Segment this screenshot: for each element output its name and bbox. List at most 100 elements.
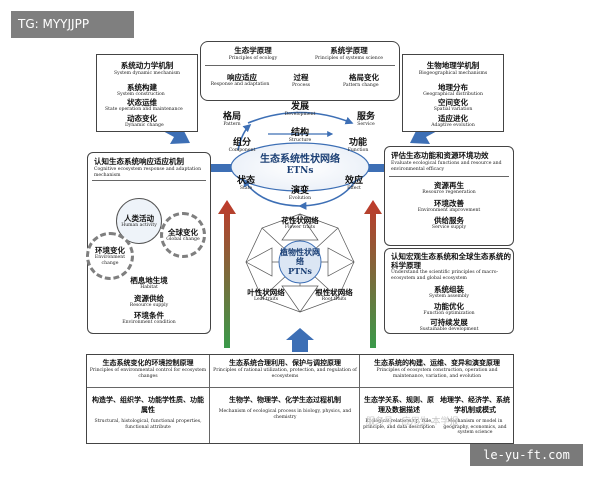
pattern-label: 格局 Pattern (212, 112, 252, 128)
item-label: 适应进化 (438, 114, 468, 123)
system-dynamic-box: 系统动力学机制 System dynamic mechanism 系统构建 Sy… (96, 54, 198, 132)
root-zh: 根性状网络 (315, 288, 353, 297)
systems-title: 系统学原理 (330, 46, 368, 55)
etn-title-en: ETNs (286, 166, 314, 176)
item-label: 空间变化 (438, 98, 468, 107)
etn-center: 生态系统性状网络 ETNs (236, 154, 364, 177)
bottom-body-zh: 构造学、组织学、功能学性质、功能属性 (92, 396, 204, 414)
item-label: 资源再生 (434, 181, 464, 190)
service-label: 服务 Service (346, 112, 386, 128)
divider (87, 387, 513, 388)
item-label-en: System assembly (428, 294, 469, 299)
development-zh: 发展 (290, 102, 309, 112)
structure-label: 结构 Structure (278, 128, 322, 144)
pattern-change-label: 格局变化 (349, 73, 379, 82)
item-label-en: Geographical distribution (423, 92, 483, 97)
item-label-en: Function optimization (423, 310, 475, 316)
function-en: Function (347, 148, 369, 153)
site-watermark: le-yu-ft.com (470, 444, 583, 466)
component-label: 组分 Component (220, 138, 264, 154)
faint-watermark: 服务号 · 应用生 本学报 (366, 417, 459, 427)
col-divider (359, 355, 360, 443)
box-title-en: System dynamic mechanism (113, 71, 181, 76)
ptn-center-zh: 植物性状网络 (280, 248, 320, 266)
process-label-en: Process (291, 83, 311, 88)
leaf-en: Leaf traits (253, 297, 279, 302)
col-divider (209, 355, 210, 443)
box-title: 认知生态系统响应适应机制 (94, 157, 184, 166)
env-zh: 环境变化 (95, 245, 125, 255)
evolution-label: 演变 Evolution (278, 186, 322, 202)
effect-label: 效应 Effect (336, 176, 372, 192)
function-zh: 功能 (348, 138, 367, 148)
systems-title-en: Principles of systems science (314, 56, 384, 61)
item-label: 动态变化 (127, 114, 157, 123)
item-label-en: Habitat (140, 285, 158, 290)
box-title: 系统动力学机制 (120, 61, 174, 70)
bottom-col-1-body: 构造学、组织学、功能学性质、功能属性 Structural, histologi… (91, 395, 205, 430)
divider (92, 180, 206, 181)
root-en: Root traits (321, 297, 347, 302)
right-mid-items: 资源再生 Resource regeneration 环境改善 Environm… (385, 181, 513, 231)
arrow-bottom-up (286, 328, 314, 352)
evaluate-function-box: 评估生态功能和资源环境功效 Evaluate ecological functi… (384, 146, 514, 246)
right-low-items: 系统组装 System assembly 功能优化 Function optim… (385, 285, 513, 333)
bottom-title-zh: 生态系统的构建、运维、变异和演变原理 (374, 359, 500, 367)
flower-zh: 花性状网络 (281, 216, 319, 225)
item-label: 功能优化 (434, 301, 464, 311)
human-en: Human activity (121, 222, 157, 228)
bottom-body-en: Mechanism of ecological process in biolo… (218, 409, 352, 420)
item-label-en: Service supply (431, 225, 467, 231)
human-zh: 人类活动 (124, 213, 154, 223)
item-label-en: Environment condition (122, 320, 176, 326)
ecology-title: 生态学原理 (234, 46, 272, 55)
gradient-bar-right (364, 200, 382, 348)
item-label-en: Resource supply (129, 302, 169, 308)
principles-box: 生态学原理 Principles of ecology 系统学原理 Princi… (200, 41, 400, 101)
divider (389, 176, 509, 177)
gradient-bar-left (218, 200, 236, 348)
etn-ellipse (230, 142, 370, 192)
bottom-body-en: Structural, histological, functional pro… (94, 419, 202, 430)
item-label-en: System construction (117, 92, 165, 97)
evolution-en: Evolution (288, 196, 312, 201)
process-label: 过程 (293, 73, 309, 82)
service-en: Service (357, 122, 375, 127)
left-items: 栖息地生境 Habitat 资源供给 Resource supply 环境条件 … (90, 276, 208, 326)
global-zh: 全球变化 (168, 227, 198, 237)
item-label-en: Sustainable development (419, 327, 479, 333)
structure-zh: 结构 (290, 128, 309, 138)
effect-zh: 效应 (344, 176, 363, 186)
global-en: Global change (166, 236, 200, 242)
bottom-title-en: Principles of environmental control for … (89, 368, 207, 379)
ptn-center-circle (278, 240, 322, 284)
evolution-zh: 演变 (290, 186, 309, 196)
bottom-col-3b-body: 地理学、经济学、系统学机制或模式 Mechanism or model in g… (439, 395, 511, 436)
leaf-traits-label: 叶性状网络 Leaf traits (236, 288, 296, 303)
box-title-en: Biogeographical mechanisms (418, 71, 488, 76)
item-label-en: Dynamic change (125, 123, 164, 128)
box-title-en: Evaluate ecological functions and resour… (391, 161, 502, 172)
bottom-body-zh: 生物学、物理学、化学生态过程机制 (229, 396, 341, 404)
item-label: 环境条件 (134, 311, 164, 321)
development-en: Development (284, 112, 316, 117)
bottom-col-2-body: 生物学、物理学、化学生态过程机制 Mechanism of ecological… (215, 395, 355, 420)
bottom-col-3a-body: 生态学关系、规则、原理及数据描述 Ecological relationship… (363, 395, 435, 430)
ecology-title-en: Principles of ecology (228, 56, 278, 61)
structure-en: Structure (288, 138, 312, 143)
bottom-body-en: Mechanism or model in geography, economi… (443, 419, 507, 436)
biogeo-box: 生物地理学机制 Biogeographical mechanisms 地理分布 … (402, 54, 504, 132)
component-en: Component (228, 148, 256, 153)
item-label: 状态运维 (127, 98, 157, 107)
response-label-en: Response and adaptation (210, 82, 270, 87)
service-zh: 服务 (356, 112, 375, 122)
state-en: State (239, 186, 253, 191)
bottom-principles-panel: 生态系统变化的环境控制原理 Principles of environmenta… (86, 354, 514, 444)
leaf-zh: 叶性状网络 (247, 288, 285, 297)
bottom-body-en: Ecological relationship, rule, principle… (363, 419, 435, 430)
telegram-tag: TG: MYYJJPP (11, 11, 134, 38)
env-en: Environment change (94, 254, 126, 266)
bottom-col-1-title: 生态系统变化的环境控制原理 Principles of environmenta… (89, 359, 207, 379)
pattern-en: Pattern (223, 122, 241, 127)
